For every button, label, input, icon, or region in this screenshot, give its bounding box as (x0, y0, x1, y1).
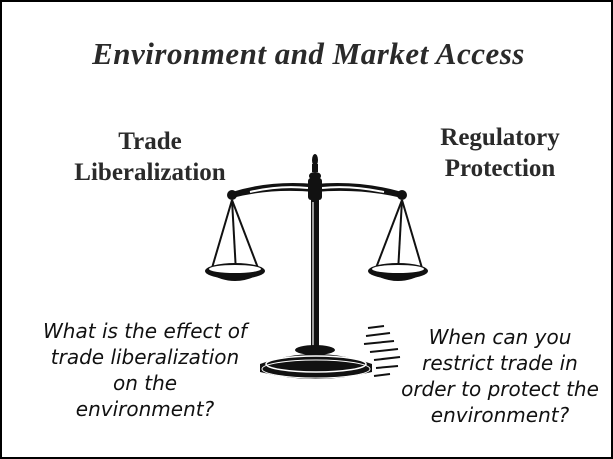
heading-line: Liberalization (74, 159, 226, 186)
question-line: trade liberalization (50, 345, 240, 369)
question-line: environment? (430, 403, 570, 427)
balance-scale-icon (205, 154, 428, 379)
question-line: What is the effect of (43, 319, 247, 343)
heading-regulatory-protection: Regulatory Protection (400, 122, 600, 184)
question-line: on the (112, 371, 178, 395)
slide-title: Environment and Market Access (92, 36, 525, 71)
heading-trade-liberalization: Trade Liberalization (50, 126, 250, 188)
question-line: When can you (428, 325, 572, 349)
question-line: environment? (75, 397, 215, 421)
question-line: order to protect the (401, 377, 599, 401)
question-regulatory-protection: When can you restrict trade in order to … (380, 324, 613, 428)
question-trade-liberalization: What is the effect of trade liberalizati… (30, 318, 260, 422)
heading-line: Trade (118, 128, 182, 155)
heading-line: Regulatory (440, 124, 560, 151)
question-line: restrict trade in (422, 351, 578, 375)
heading-line: Protection (444, 155, 556, 182)
